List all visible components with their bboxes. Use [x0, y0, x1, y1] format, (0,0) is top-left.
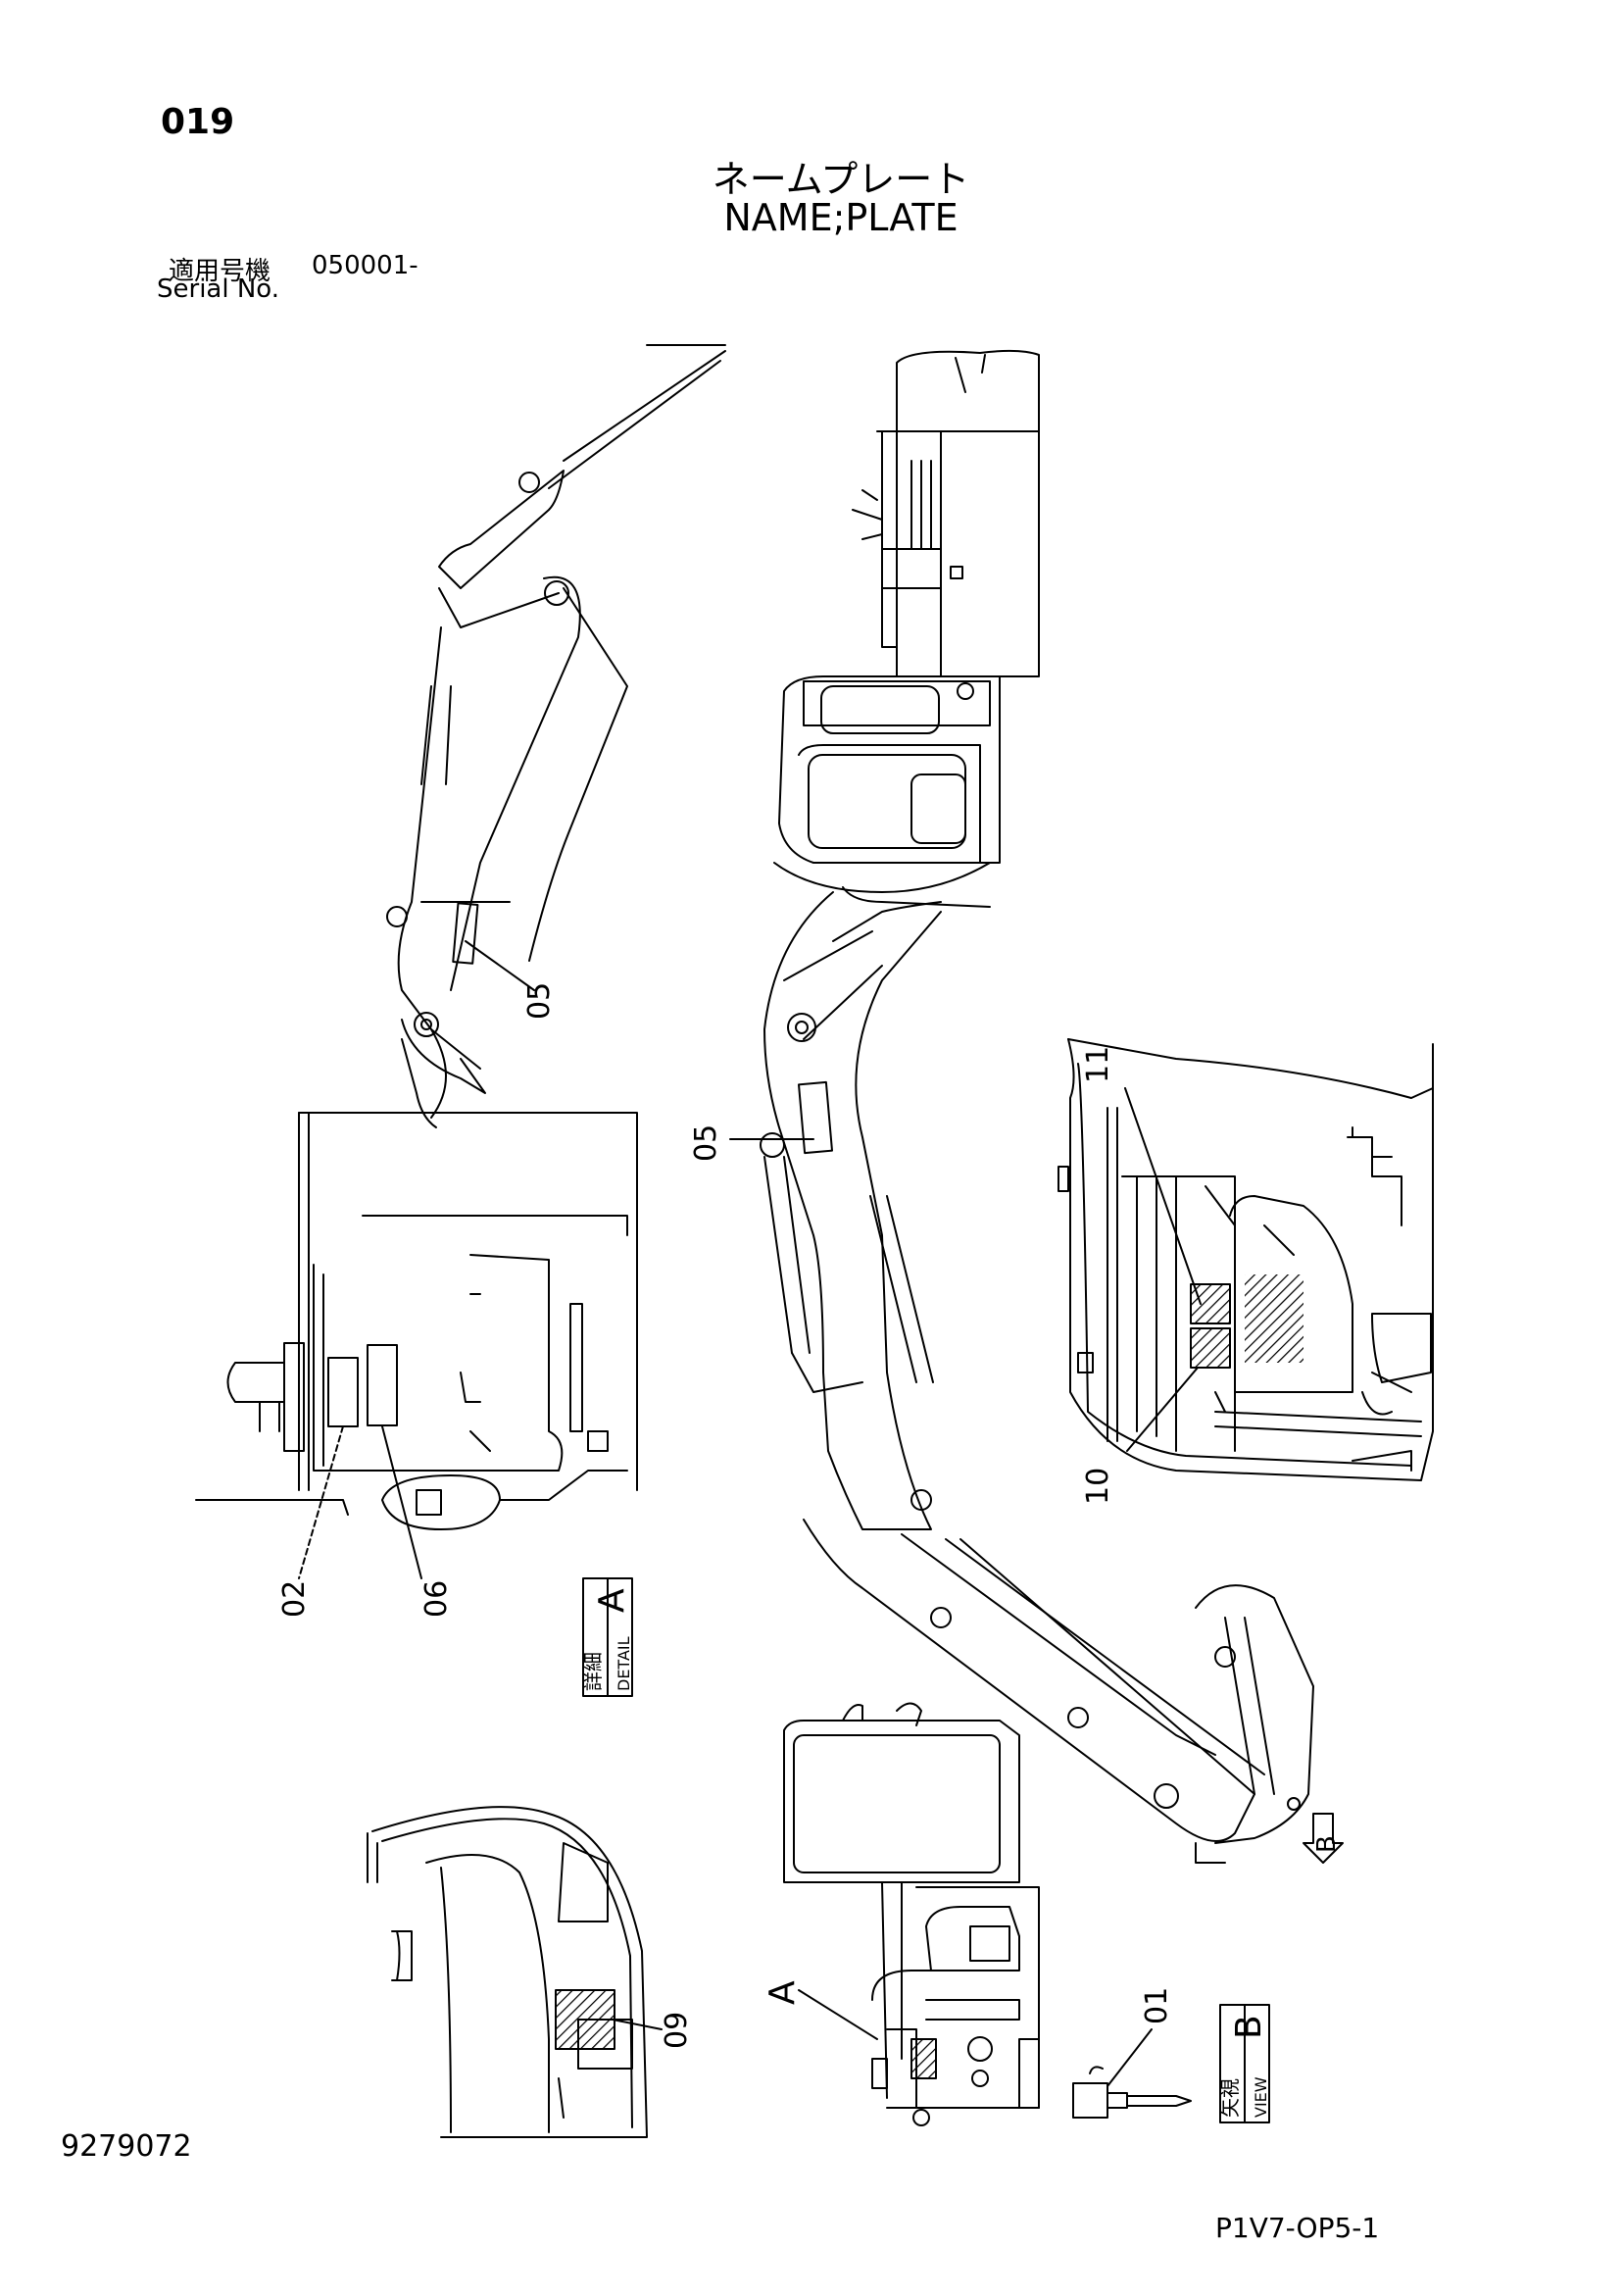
- page-code: P1V7-OP5-1: [1215, 2212, 1380, 2244]
- svg-text:B: B: [1229, 2015, 1269, 2039]
- cab-interior-leaders: 11 10: [1081, 1046, 1202, 1505]
- svg-text:06: 06: [419, 1580, 454, 1618]
- arm-assembly: [386, 344, 726, 1128]
- svg-text:詳細: 詳細: [581, 1652, 605, 1691]
- document-number: 9279072: [61, 2129, 192, 2164]
- svg-text:09: 09: [660, 2012, 694, 2049]
- view-b-label: 矢視 VIEW B: [1218, 2004, 1270, 2123]
- page-number: 019: [161, 102, 235, 142]
- cab-side-callout-09: 09: [612, 2012, 694, 2049]
- boom-callout-05: 05: [689, 1124, 814, 1162]
- detail-a-label: 詳細 DETAIL A: [581, 1577, 633, 1697]
- svg-text:10: 10: [1081, 1468, 1115, 1505]
- svg-text:DETAIL: DETAIL: [615, 1636, 633, 1691]
- serial-label-japanese: 適用号機: [169, 257, 271, 286]
- detail-a-drawing: [195, 1112, 638, 1530]
- cab-side-view: [367, 1806, 648, 2138]
- title-english: NAME;PLATE: [723, 196, 959, 239]
- svg-text:矢視: 矢視: [1218, 2078, 1242, 2118]
- svg-text:05: 05: [689, 1124, 723, 1162]
- part-01-bolt: 01: [1072, 1987, 1192, 2119]
- arm-callout-05: 05: [522, 982, 557, 1020]
- svg-text:B: B: [1312, 1835, 1342, 1853]
- serial-value: 050001-: [312, 251, 418, 280]
- machine-upper-body: [773, 349, 1040, 908]
- view-b-rear-drawing: [783, 1702, 1040, 2126]
- cab-interior-detail: [1057, 1038, 1434, 1481]
- svg-text:02: 02: [277, 1580, 312, 1618]
- svg-text:A: A: [762, 1980, 803, 2005]
- serial-label-english: Serial No.: [157, 275, 279, 304]
- svg-text:11: 11: [1081, 1046, 1115, 1083]
- boom-assembly: [760, 891, 1314, 1864]
- svg-text:01: 01: [1140, 1987, 1174, 2024]
- title-japanese: ネームプレート: [712, 158, 970, 201]
- view-b-arrow: B: [1303, 1813, 1344, 1864]
- detail-a-leaders: 02 06: [277, 1425, 454, 1618]
- view-b-ref-a: A: [762, 1980, 878, 2040]
- svg-text:A: A: [592, 1588, 632, 1613]
- svg-text:VIEW: VIEW: [1252, 2076, 1270, 2118]
- svg-text:05: 05: [522, 982, 557, 1020]
